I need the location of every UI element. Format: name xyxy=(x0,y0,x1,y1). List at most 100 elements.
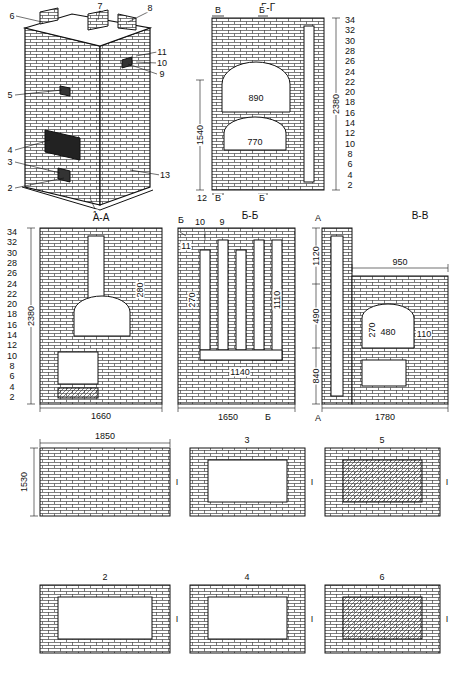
plan-course xyxy=(190,448,305,516)
label-text: 280 xyxy=(136,281,145,298)
label-text: 13 xyxy=(159,171,171,180)
plan-course xyxy=(325,585,440,653)
flue-channel xyxy=(88,236,104,306)
plan-cavity xyxy=(208,597,287,639)
label-text: 10 xyxy=(194,218,206,227)
dimension-line xyxy=(332,18,340,190)
label-text: 1140 xyxy=(229,368,250,377)
oven-opening xyxy=(45,130,80,160)
damper xyxy=(122,57,132,68)
section-arrow xyxy=(212,16,268,194)
label-text: А xyxy=(314,214,322,223)
firebox-door xyxy=(58,168,70,182)
dimension-line xyxy=(30,448,38,516)
section-wall xyxy=(40,228,162,404)
label-text: 2 xyxy=(6,184,13,193)
dimension-line xyxy=(178,404,295,412)
damper xyxy=(60,86,70,96)
label-text: В xyxy=(214,194,222,203)
section-wall xyxy=(322,228,352,404)
label-text: Б xyxy=(264,413,272,422)
dimension-line xyxy=(196,80,204,190)
leader-line xyxy=(180,232,205,240)
firebox xyxy=(58,352,98,384)
label-text: 270 xyxy=(188,291,197,308)
label-text: 5 xyxy=(378,436,385,445)
label-text: 16 xyxy=(6,320,18,329)
label-text: 890 xyxy=(247,94,264,103)
label-text: 10 xyxy=(344,139,356,148)
label-text: 14 xyxy=(6,331,18,340)
label-text: Б xyxy=(258,194,266,203)
leader-line xyxy=(15,90,62,95)
label-text: 12 xyxy=(6,341,18,350)
label-text: 11 xyxy=(180,242,191,251)
label-text: 30 xyxy=(344,36,356,45)
label-text: 1660 xyxy=(90,412,112,421)
label-text: 34 xyxy=(6,228,18,237)
label-text: 24 xyxy=(344,67,356,76)
label-text: Б xyxy=(258,6,266,15)
label-text: 270 xyxy=(368,321,377,338)
smoke-channel xyxy=(200,350,282,360)
label-text: 490 xyxy=(312,307,321,324)
label-text: 11 xyxy=(156,48,167,57)
label-text: I xyxy=(445,478,450,487)
label-text: 18 xyxy=(344,98,356,107)
label-text: 4 xyxy=(8,382,15,391)
plinth xyxy=(22,187,153,210)
leader-line xyxy=(130,170,160,175)
smoke-channel xyxy=(200,250,210,350)
label-text: 1540 xyxy=(196,124,205,146)
label-text: 30 xyxy=(6,248,18,257)
label-text: 1780 xyxy=(374,413,396,422)
label-text: 22 xyxy=(344,77,356,86)
label-text: 3 xyxy=(243,436,250,445)
label-text: 480 xyxy=(379,328,396,337)
oven-chamber xyxy=(362,304,414,348)
section-title: А-А xyxy=(92,213,111,223)
label-text: 1650 xyxy=(217,413,239,422)
chimney xyxy=(118,14,136,30)
chimney xyxy=(88,10,108,30)
plan-course xyxy=(325,448,440,516)
label-text: 16 xyxy=(344,108,356,117)
label-text: 6 xyxy=(8,372,15,381)
label-text: 8 xyxy=(346,149,353,158)
label-text: 770 xyxy=(246,138,263,147)
label-text: 9 xyxy=(158,70,165,79)
label-text: 2 xyxy=(8,392,15,401)
oven-chamber xyxy=(74,296,130,336)
label-text: 26 xyxy=(6,269,18,278)
label-text: I xyxy=(310,478,315,487)
leader-line xyxy=(98,10,100,20)
label-text: 6 xyxy=(378,573,385,582)
oven-chamber xyxy=(222,62,290,112)
flue-channel xyxy=(331,236,343,396)
plan-cavity xyxy=(208,460,287,502)
plan-cavity xyxy=(343,597,422,639)
label-text: 4 xyxy=(6,146,13,155)
leader-line xyxy=(16,16,42,22)
section-title: В-В xyxy=(411,211,430,221)
leader-line xyxy=(15,162,60,173)
label-text: 2380 xyxy=(27,305,36,327)
leader-line xyxy=(15,140,50,150)
smoke-channel xyxy=(218,240,228,350)
label-text: 9 xyxy=(218,218,225,227)
label-text: I xyxy=(445,615,450,624)
label-text: 14 xyxy=(344,119,356,128)
label-text: 10 xyxy=(156,59,168,68)
label-text: 950 xyxy=(391,258,408,267)
label-text: 1530 xyxy=(20,471,29,493)
label-text: 32 xyxy=(6,238,18,247)
smoke-channel xyxy=(272,240,282,360)
label-text: 28 xyxy=(6,258,18,267)
leader-line xyxy=(90,198,95,209)
label-text: 12 xyxy=(196,194,208,203)
label-text: 3 xyxy=(6,158,13,167)
label-text: 32 xyxy=(344,26,356,35)
plan-course xyxy=(40,585,170,653)
